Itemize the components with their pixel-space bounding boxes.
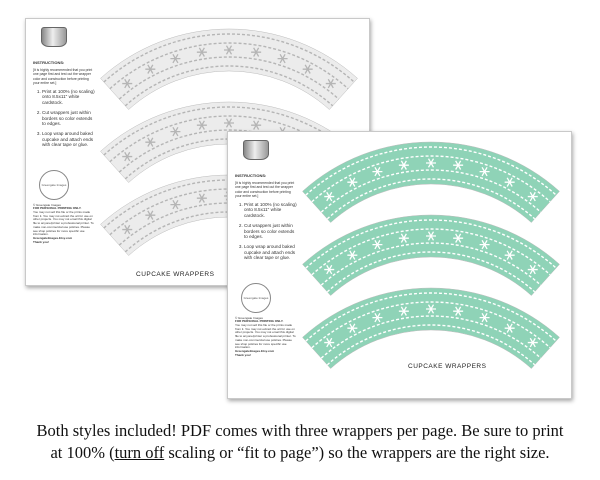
snowflake-icon: [122, 78, 133, 89]
personal-heading: FOR PERSONAL PRINTING ONLY.: [235, 319, 284, 324]
snowflake-icon: [324, 191, 335, 202]
page-title: CUPCAKE WRAPPERS: [136, 271, 215, 278]
snowflake-icon: [426, 304, 436, 314]
snowflake-icon: [224, 118, 234, 128]
thanks: Thank you!: [235, 352, 252, 357]
snowflake-icon: [145, 64, 156, 74]
step-1: Print at 100% (no scaling) onto 8.5x11" …: [244, 202, 297, 218]
snowflake-icon: [145, 137, 156, 147]
snowflake-icon: [527, 191, 538, 202]
snowflake-icon: [372, 312, 383, 323]
page-title: CUPCAKE WRAPPERS: [408, 363, 487, 370]
snowflake-icon: [251, 47, 262, 57]
snowflake-icon: [145, 210, 156, 220]
snowflake-icon: [527, 337, 538, 348]
instructions-intro: [It is highly recommended that you print…: [33, 68, 93, 85]
thanks: Thank you!: [33, 239, 50, 244]
snowflake-icon: [251, 120, 262, 130]
snowflake-icon: [479, 239, 490, 250]
snowflake-icon: [372, 239, 383, 250]
cupcake-wrapper: [302, 287, 560, 369]
instructions-column: INSTRUCTIONS: [It is highly recommended …: [33, 27, 95, 244]
shop-link: GreengateImages.Etsy.com: [33, 236, 73, 240]
instructions-heading: INSTRUCTIONS:: [33, 60, 65, 65]
snowflake-icon: [347, 250, 358, 260]
snowflake-icon: [196, 193, 207, 203]
instructions-column: INSTRUCTIONS: [It is highly recommended …: [235, 140, 297, 357]
step-1: Print at 100% (no scaling) onto 8.5x11" …: [42, 89, 95, 105]
snowflake-icon: [398, 160, 409, 170]
step-3: Loop wrap around baked cupcake and attac…: [42, 131, 95, 147]
snowflake-icon: [277, 53, 288, 64]
greengate-logo: Greengate Images: [39, 169, 69, 200]
snowflake-icon: [504, 177, 515, 187]
snowflake-icon: [302, 64, 313, 74]
snowflake-icon: [170, 126, 181, 137]
cupcake-liner-icon: [41, 27, 67, 47]
snowflake-icon: [426, 158, 436, 168]
greengate-logo: Greengate Images: [241, 282, 271, 313]
step-3: Loop wrap around baked cupcake and attac…: [244, 244, 297, 260]
snowflake-icon: [398, 233, 409, 243]
snowflake-icon: [347, 323, 358, 333]
cupcake-wrapper: [302, 141, 560, 223]
shop-link: GreengateImages.Etsy.com: [235, 349, 275, 353]
snowflake-icon: [372, 166, 383, 177]
step-2: Cut wrappers just within borders so colo…: [42, 110, 95, 126]
instructions-intro: [It is highly recommended that you print…: [235, 181, 295, 198]
turn-off-emphasis: turn off: [114, 443, 165, 462]
copyright: © Greengate Images: [235, 315, 263, 320]
copyright: © Greengate Images: [33, 202, 61, 207]
snowflake-icon: [324, 337, 335, 348]
snowflake-icon: [504, 323, 515, 333]
snowflake-icon: [504, 250, 515, 260]
snowflake-icon: [170, 53, 181, 64]
snowflake-icon: [479, 166, 490, 177]
snowflake-icon: [527, 264, 538, 275]
personal-heading: FOR PERSONAL PRINTING ONLY.: [33, 206, 82, 211]
personal-text: You may not sell this file or the prints…: [235, 323, 296, 350]
snowflake-icon: [347, 177, 358, 187]
snowflake-icon: [224, 45, 234, 55]
snowflake-icon: [398, 306, 409, 316]
cupcake-wrapper: [100, 28, 358, 110]
personal-text: You may not sell this file or the prints…: [33, 210, 94, 237]
snowflake-icon: [426, 231, 436, 241]
snowflake-icon: [324, 264, 335, 275]
snowflake-icon: [453, 306, 464, 316]
cupcake-liner-icon: [243, 140, 269, 160]
caption: Both styles included! PDF comes with thr…: [0, 420, 600, 464]
snowflake-icon: [479, 312, 490, 323]
cupcake-wrapper: [302, 214, 560, 296]
mint-wrapper-page: INSTRUCTIONS: [It is highly recommended …: [227, 131, 572, 399]
instructions-heading: INSTRUCTIONS:: [235, 173, 267, 178]
snowflake-icon: [196, 120, 207, 130]
snowflake-icon: [122, 151, 133, 162]
snowflake-icon: [453, 233, 464, 243]
snowflake-icon: [325, 78, 336, 89]
snowflake-icon: [122, 224, 133, 235]
snowflake-icon: [196, 47, 207, 57]
snowflake-icon: [170, 199, 181, 210]
step-2: Cut wrappers just within borders so colo…: [244, 223, 297, 239]
caption-line-1: Both styles included! PDF comes with thr…: [36, 421, 564, 440]
caption-line-2: at 100% (turn off scaling or “fit to pag…: [50, 443, 550, 462]
snowflake-icon: [453, 160, 464, 170]
wrappers: [302, 141, 560, 369]
